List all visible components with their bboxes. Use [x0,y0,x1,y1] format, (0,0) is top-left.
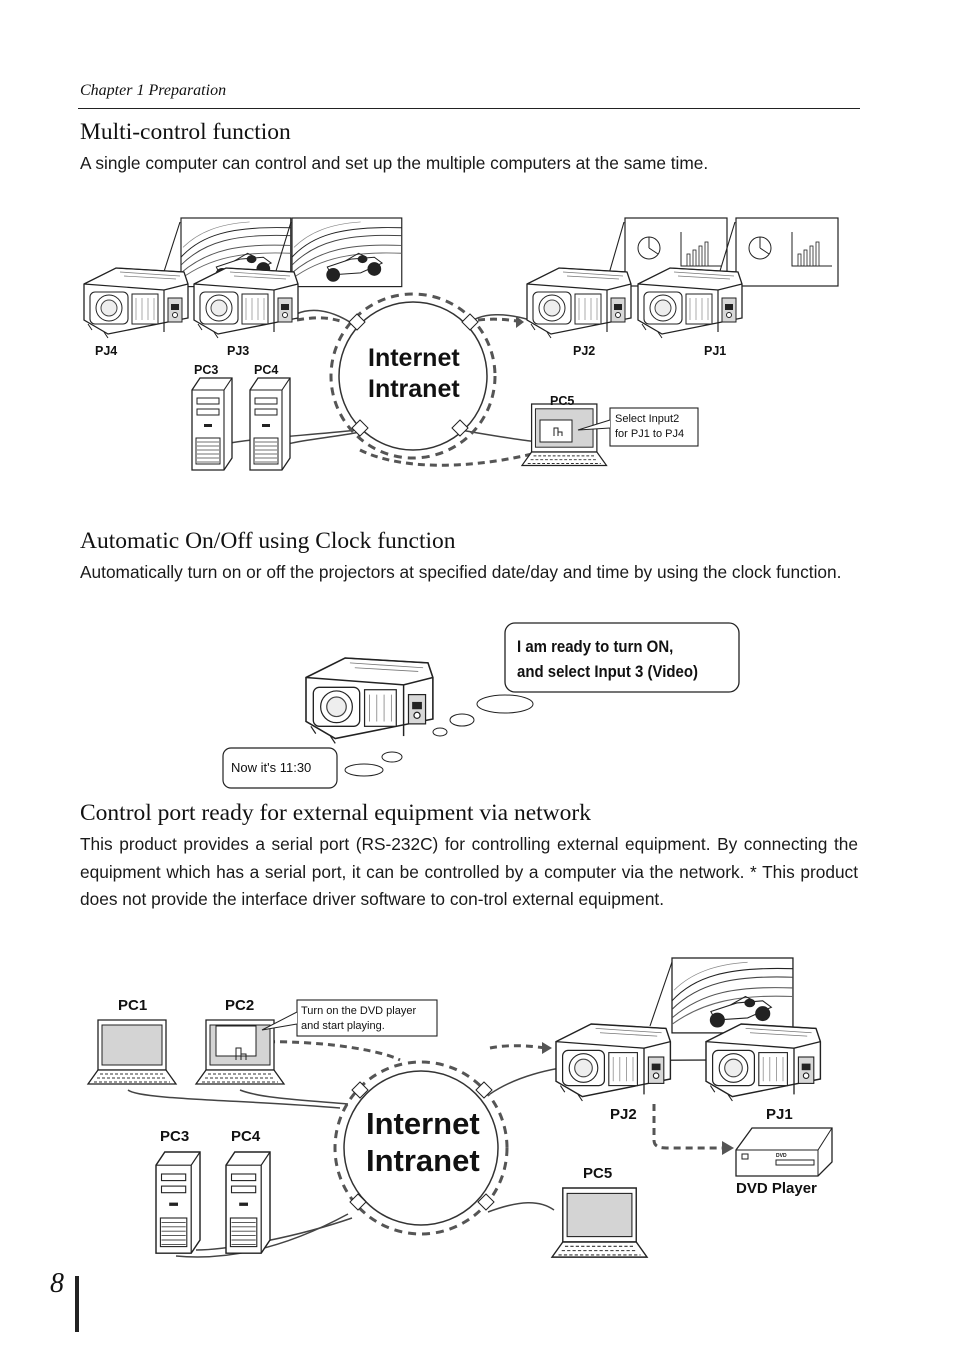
thought-line-1: I am ready to turn ON, [517,637,674,656]
pj1-screen [735,217,839,287]
pc1-laptop [87,1019,177,1085]
section-title-clock: Automatic On/Off using Clock function [80,528,456,554]
section-text-multi-control: A single computer can control and set up… [80,153,709,173]
pc3-tower [191,377,233,471]
pc4-tower-b [225,1151,271,1254]
pj3-label: PJ3 [227,344,250,358]
dvd-callout-line-1: Turn on the DVD player [301,1005,417,1017]
section-text-clock: Automatically turn on or off the project… [80,562,842,582]
pc4-label-b: PC4 [231,1128,261,1145]
pj3-projector [193,267,299,339]
callout-line-1: Select Input2 [615,413,680,425]
diagram-clock [222,622,740,789]
pj1-label: PJ1 [704,344,727,358]
network-label-intranet: Intranet [368,375,460,403]
pc3-tower-b [155,1151,201,1254]
thought-line-2: and select Input 3 (Video) [517,662,698,681]
thought-bubble-text: I am ready to turn ON, and select Input … [517,634,698,684]
time-bubble-text: Now it's 11:30 [231,760,312,775]
section-title-control-port: Control port ready for external equipmen… [80,800,591,826]
pj2-projector-b [555,1023,672,1102]
pj2-label-b: PJ2 [610,1106,637,1123]
header-rule [78,108,860,109]
pc1-label: PC1 [118,997,148,1014]
pj2-projector [526,267,632,339]
pc3-label: PC3 [194,363,219,377]
pc5-label-b: PC5 [583,1165,613,1182]
pj4-label: PJ4 [95,344,118,358]
pc5-laptop-b [551,1187,648,1258]
network-label-intranet-2: Intranet [366,1143,480,1178]
dvd-player-label: DVD Player [736,1180,817,1197]
dvd-callout: Turn on the DVD player and start playing… [301,1004,416,1034]
pc5-label: PC5 [550,394,575,408]
pj4-projector [83,267,189,339]
pc2-label: PC2 [225,997,255,1014]
dvd-callout-line-2: and start playing. [301,1020,385,1032]
page-number-bar [75,1276,79,1332]
section-text-control-port: This product provides a serial port (RS-… [80,834,858,909]
pj1-screen-car [671,957,794,1034]
network-label-internet: Internet [368,344,460,372]
dvd-logo: DVD [776,1153,787,1159]
network-label-2: Internet Intranet [366,1105,480,1179]
select-input-callout: Select Input2 for PJ1 to PJ4 [615,412,684,442]
pc4-label: PC4 [254,363,279,377]
pj1-projector [637,267,743,339]
page-number: 8 [50,1268,64,1299]
pj2-label: PJ2 [573,344,596,358]
network-label-1: Internet Intranet [368,343,460,405]
pc4-tower [249,377,291,471]
diagram-control-port [87,957,833,1258]
callout-line-2: for PJ1 to PJ4 [615,428,685,440]
chapter-heading: Chapter 1 Preparation [80,82,227,99]
pj1-projector-b [705,1023,822,1102]
pc3-label-b: PC3 [160,1128,190,1145]
clock-projector [305,657,434,745]
section-title-multi-control: Multi-control function [80,119,291,145]
network-label-internet-2: Internet [366,1106,480,1141]
pj1-label-b: PJ1 [766,1106,793,1123]
pj3-screen [291,217,403,288]
diagram-multi-control [83,217,839,471]
